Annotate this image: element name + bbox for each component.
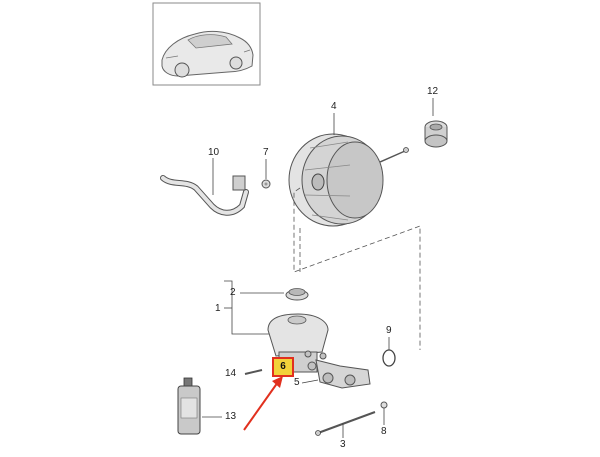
master-cylinder-part-1[interactable] [267, 313, 371, 389]
callout-2[interactable]: 2 [230, 287, 236, 298]
assembly-dashed-lines [293, 187, 421, 350]
callout-7[interactable]: 7 [263, 147, 269, 158]
bushing-part-12[interactable] [424, 120, 448, 148]
callout-13[interactable]: 13 [225, 411, 237, 422]
o-ring-part-9[interactable] [382, 349, 396, 367]
brake-booster-part[interactable] [288, 133, 409, 227]
callout-8[interactable]: 8 [381, 426, 387, 437]
callout-9[interactable]: 9 [386, 325, 392, 336]
grommet-part-7[interactable] [261, 179, 271, 189]
reservoir-cap-part-2[interactable] [285, 288, 309, 301]
callout-3[interactable]: 3 [340, 439, 346, 450]
callout-14[interactable]: 14 [225, 368, 237, 379]
car-thumbnail[interactable] [152, 2, 261, 86]
brake-fluid-bottle-part-13[interactable] [177, 377, 201, 435]
pin-part-14[interactable] [244, 369, 263, 375]
callout-1[interactable]: 1 [215, 303, 221, 314]
vacuum-hose-part-10[interactable] [160, 175, 249, 216]
washer-part-8[interactable] [380, 401, 388, 409]
bracket-1 [224, 280, 270, 335]
red-arrow [243, 376, 283, 431]
callout-10[interactable]: 10 [208, 147, 220, 158]
callout-5[interactable]: 5 [294, 377, 300, 388]
push-rod-part-3[interactable] [315, 411, 376, 436]
callout-4[interactable]: 4 [331, 101, 337, 112]
callout-12[interactable]: 12 [427, 86, 439, 97]
leader-5 [301, 379, 319, 384]
callout-6-highlight[interactable]: 6 [272, 357, 294, 377]
